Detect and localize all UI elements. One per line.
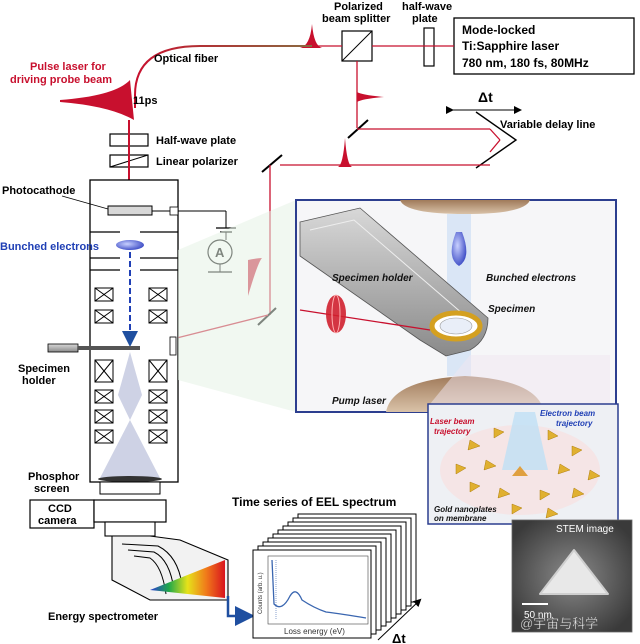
eels-time-series: Time series of EEL spectrum Counts (arb.… — [232, 495, 422, 644]
delay-line-label: Variable delay line — [500, 119, 595, 131]
nanoplate-inset: Laser beam trajectory Electron beam traj… — [427, 355, 619, 525]
gold-nanoplates-label-1: Gold nanoplates — [434, 505, 497, 514]
pulse-laser-label-1: Pulse laser for — [30, 61, 107, 73]
inset-specimen-label: Specimen — [488, 304, 535, 315]
laser-model: Ti:Sapphire laser — [462, 39, 559, 53]
half-wave-plate-label: Half-wave plate — [156, 135, 236, 147]
inset-bunched-electrons-label: Bunched electrons — [486, 273, 576, 284]
electron-trajectory-label-1: Electron beam — [540, 409, 595, 418]
pulse-11ps — [60, 80, 134, 120]
optical-fiber-label: Optical fiber — [154, 53, 219, 65]
photocathode-label: Photocathode — [2, 185, 75, 197]
top-half-wave-plate: half-wave plate — [402, 1, 452, 67]
energy-spectrometer-label: Energy spectrometer — [48, 611, 159, 623]
inset-pump-laser-label: Pump laser — [332, 396, 387, 407]
pulse-laser-label-2: driving probe beam — [10, 74, 112, 86]
variable-delay-line: Variable delay line Δt — [446, 89, 595, 169]
energy-spectrometer: Energy spectrometer — [48, 521, 255, 626]
specimen-inset: Specimen holder Bunched electrons Specim… — [178, 199, 617, 413]
hwp-top-label-1: half-wave — [402, 1, 452, 13]
laser-trajectory-label-2: trajectory — [434, 427, 471, 436]
phosphor-label-1: Phosphor — [28, 471, 80, 483]
polarized-beam-splitter: Polarized beam splitter — [322, 1, 391, 62]
pbs-label-1: Polarized — [334, 1, 383, 13]
pulse-return — [338, 138, 352, 167]
eels-xlabel: Loss energy (eV) — [284, 627, 345, 636]
linear-polarizer-label: Linear polarizer — [156, 156, 239, 168]
specimen-holder-label-2: holder — [22, 375, 56, 387]
ccd-label-2: camera — [38, 515, 77, 527]
laser-spec: 780 nm, 180 fs, 80MHz — [462, 56, 589, 70]
specimen-holder-label-1: Specimen — [18, 363, 70, 375]
stem-image-label: STEM image — [556, 524, 614, 535]
gold-nanoplates-label-2: on membrane — [434, 514, 487, 523]
pulse-top — [300, 24, 322, 48]
pbs-label-2: beam splitter — [322, 13, 391, 25]
hwp-top-label-2: plate — [412, 13, 438, 25]
inset-specimen-holder-label: Specimen holder — [332, 273, 414, 284]
pulse-down — [357, 92, 384, 102]
laser-title: Mode-locked — [462, 23, 535, 37]
optical-fiber — [134, 45, 312, 108]
eels-ylabel: Counts (arb. u.) — [258, 572, 264, 614]
scale-bar-label: 50 nm — [524, 610, 552, 621]
delta-t-top: Δt — [478, 89, 493, 105]
eels-title: Time series of EEL spectrum — [232, 495, 396, 509]
ccd-camera: CCD camera — [29, 499, 167, 529]
pulse-width-label: 11ps — [133, 95, 157, 107]
ccd-label-1: CCD — [48, 503, 72, 515]
photocathode-pointer — [61, 195, 109, 210]
mirror-2 — [261, 154, 283, 173]
delta-t-bottom: Δt — [392, 631, 406, 644]
bunched-electrons-label: Bunched electrons — [0, 241, 99, 253]
electron-trajectory-label-2: trajectory — [556, 419, 593, 428]
stem-image: STEM image 50 nm — [511, 519, 633, 633]
ti-sapphire-laser: Mode-locked Ti:Sapphire laser 780 nm, 18… — [453, 17, 635, 75]
watermark: @宇宙与科学 — [520, 616, 598, 631]
tem-column: A — [47, 179, 236, 495]
phosphor-label-2: screen — [34, 483, 70, 495]
laser-trajectory-label-1: Laser beam — [430, 417, 474, 426]
